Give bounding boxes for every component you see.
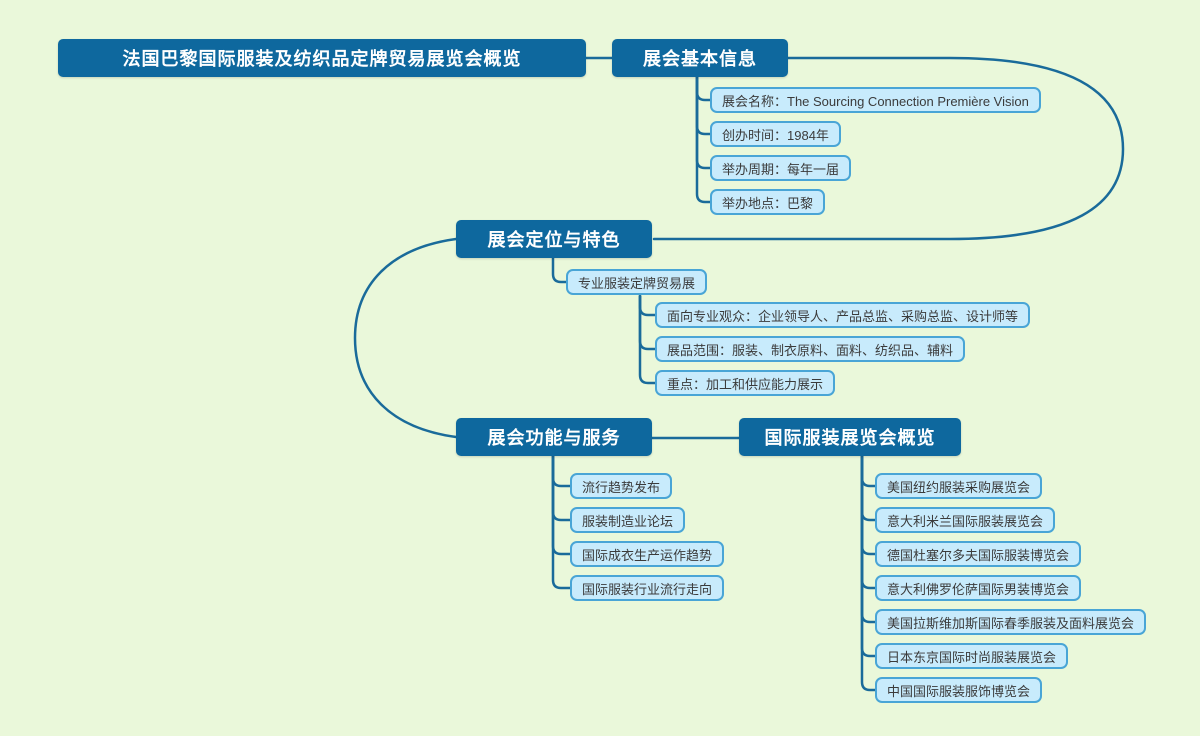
connector-branch	[551, 454, 572, 556]
connector-branch	[860, 454, 877, 488]
node-positioning-features[interactable]: 展会定位与特色	[456, 220, 652, 258]
node-milan-expo[interactable]: 意大利米兰国际服装展览会	[875, 507, 1056, 533]
connector-branch	[695, 75, 712, 102]
connector-branch	[860, 454, 877, 556]
connector-branch	[638, 294, 657, 385]
node-target-audience[interactable]: 面向专业观众：企业领导人、产品总监、采购总监、设计师等	[655, 302, 1031, 328]
node-exhibit-scope[interactable]: 展品范围：服装、制衣原料、面料、纺织品、辅料	[655, 336, 966, 362]
connector-positioning-functions	[353, 237, 458, 439]
node-founded-year[interactable]: 创办时间：1984年	[710, 121, 841, 147]
node-industry-fashion-trends[interactable]: 国际服装行业流行走向	[570, 575, 725, 601]
connector-branch	[551, 256, 568, 284]
connector-branch	[860, 454, 877, 624]
node-dusseldorf-expo[interactable]: 德国杜塞尔多夫国际服装博览会	[875, 541, 1082, 567]
node-florence-menswear-expo[interactable]: 意大利佛罗伦萨国际男装博览会	[875, 575, 1082, 601]
node-root-title[interactable]: 法国巴黎国际服装及纺织品定牌贸易展览会概览	[58, 39, 586, 77]
node-manufacturing-forum[interactable]: 服装制造业论坛	[570, 507, 686, 533]
connector-branch	[860, 454, 877, 692]
node-location[interactable]: 举办地点：巴黎	[710, 189, 826, 215]
connector-branch	[638, 294, 657, 351]
node-intl-exhibitions-overview[interactable]: 国际服装展览会概览	[739, 418, 961, 456]
connector-branch	[551, 454, 572, 488]
node-ny-sourcing-expo[interactable]: 美国纽约服装采购展览会	[875, 473, 1043, 499]
node-functions-services[interactable]: 展会功能与服务	[456, 418, 652, 456]
connector-branch	[551, 454, 572, 590]
node-frequency[interactable]: 举办周期：每年一届	[710, 155, 852, 181]
node-garment-production-trends[interactable]: 国际成衣生产运作趋势	[570, 541, 725, 567]
connector-branch	[695, 75, 712, 170]
node-basic-info[interactable]: 展会基本信息	[612, 39, 788, 77]
node-lasvegas-expo[interactable]: 美国拉斯维加斯国际春季服装及面料展览会	[875, 609, 1147, 635]
connector-branch	[638, 294, 657, 317]
node-tokyo-fashion-expo[interactable]: 日本东京国际时尚服装展览会	[875, 643, 1069, 669]
node-exhibition-name[interactable]: 展会名称：The Sourcing Connection Première Vi…	[710, 87, 1041, 113]
connector-branch	[860, 454, 877, 522]
connector-branch	[860, 454, 877, 590]
node-china-apparel-expo[interactable]: 中国国际服装服饰博览会	[875, 677, 1043, 703]
connector-branch	[695, 75, 712, 204]
node-focus[interactable]: 重点：加工和供应能力展示	[655, 370, 836, 396]
connector-basic-info-positioning	[652, 56, 1125, 241]
connector-branch	[695, 75, 712, 136]
node-professional-oem-trade-show[interactable]: 专业服装定牌贸易展	[566, 269, 708, 295]
node-trend-release[interactable]: 流行趋势发布	[570, 473, 673, 499]
connector-branch	[551, 454, 572, 522]
